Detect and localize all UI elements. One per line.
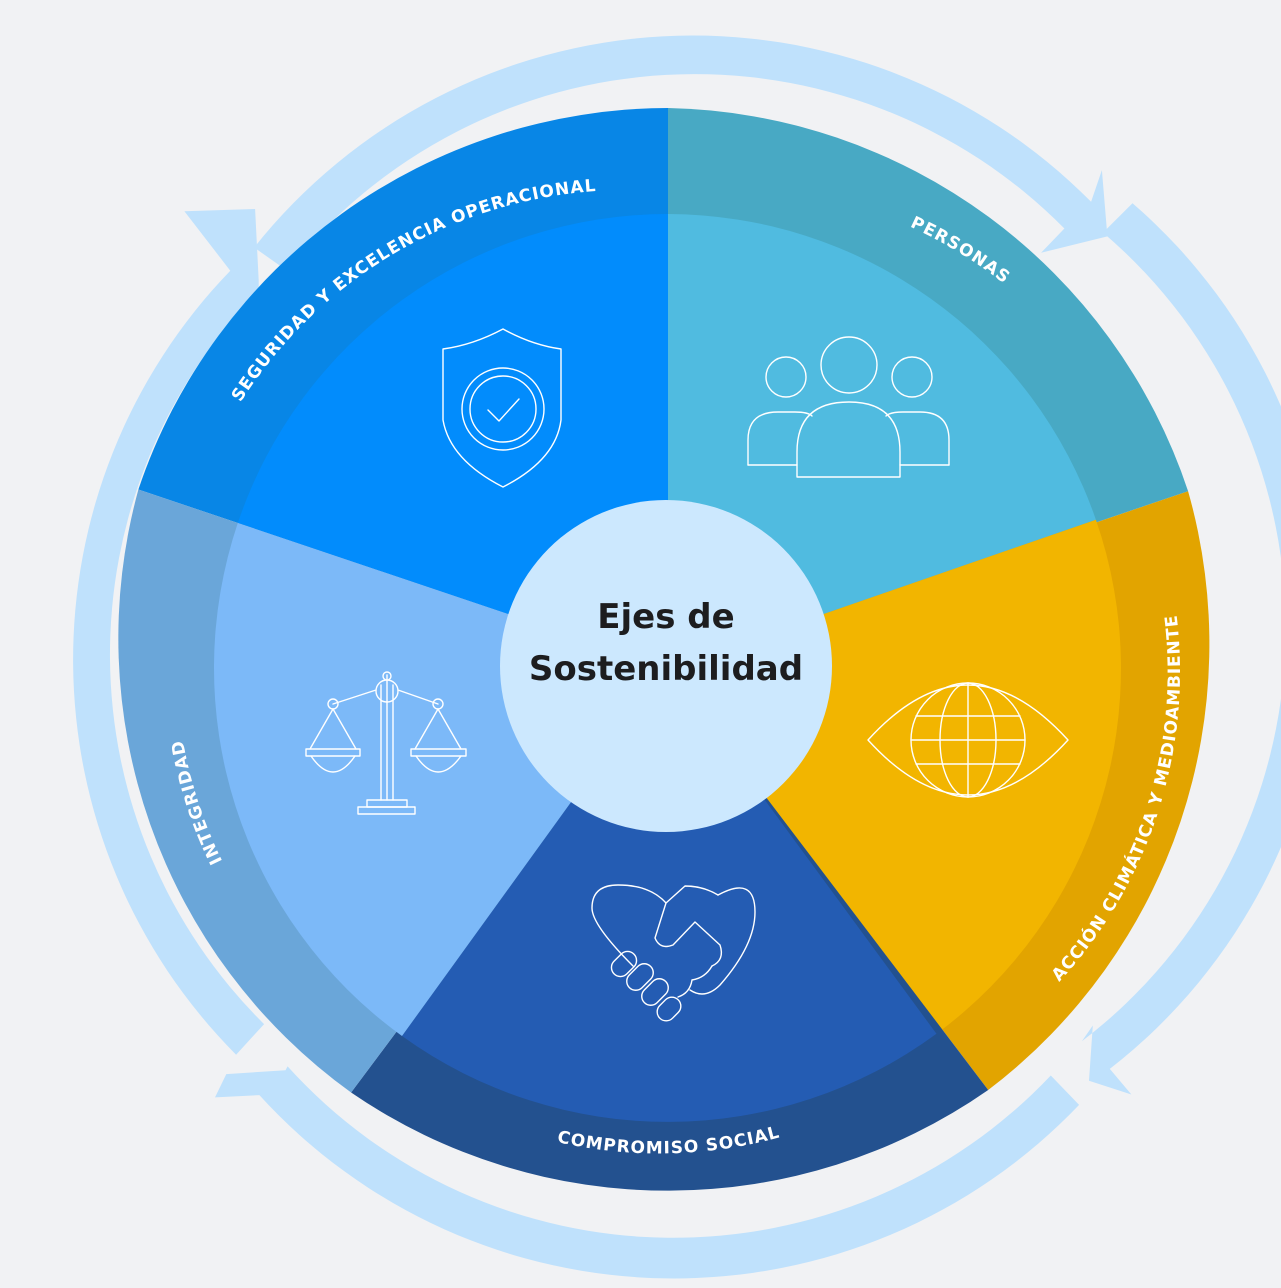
cycle-arrow-top-right <box>254 35 1108 271</box>
cycle-arrows <box>73 35 1281 1279</box>
center-title-line1: Ejes de <box>597 597 734 637</box>
center-hub: Ejes de Sostenibilidad <box>500 500 832 832</box>
cycle-arrow-bottom <box>215 1066 1080 1279</box>
segment-compromiso-inner <box>402 668 937 1122</box>
globe-eye-icon <box>867 682 1069 798</box>
handshake-heart-icon <box>591 884 756 1022</box>
people-group-icon <box>747 336 950 478</box>
shield-check-icon <box>442 328 562 488</box>
center-circle <box>500 500 832 832</box>
segment-compromiso-social[interactable] <box>351 668 989 1191</box>
cycle-arrow-left <box>73 209 265 1055</box>
cycle-arrow-right <box>1081 203 1281 1095</box>
scales-icon <box>305 671 467 815</box>
center-title-line2: Sostenibilidad <box>529 649 803 689</box>
